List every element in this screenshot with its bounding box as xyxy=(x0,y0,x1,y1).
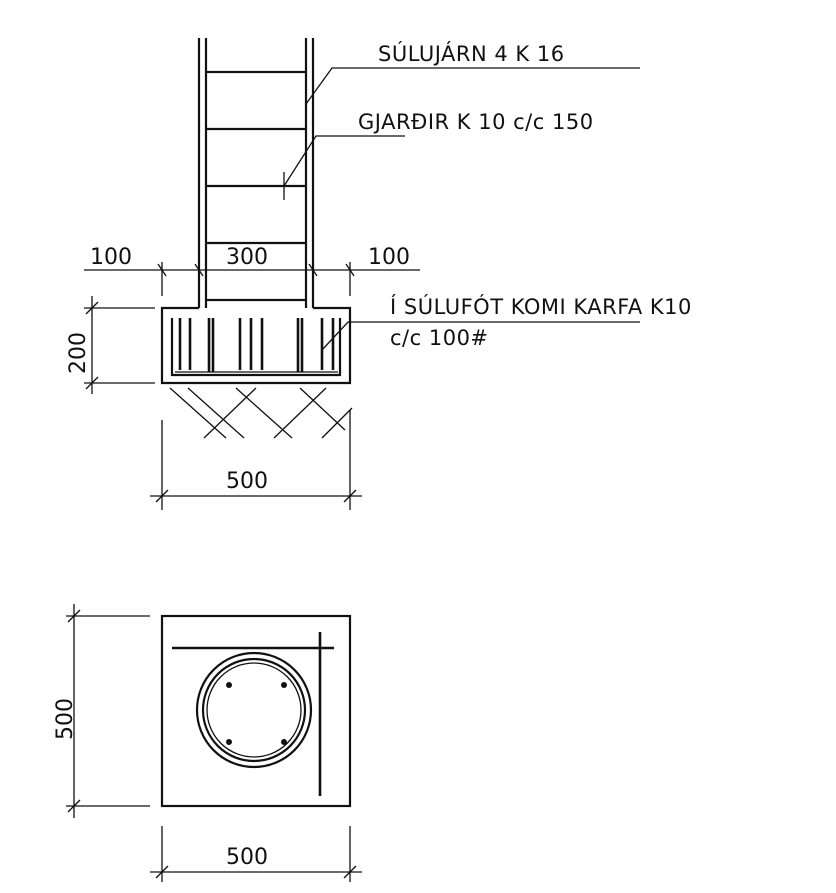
label-column-rebar: SÚLUJÁRN 4 K 16 xyxy=(378,41,565,66)
dim-right-offset: 100 xyxy=(368,245,410,270)
rebar-dot xyxy=(226,682,232,688)
section-view: 100 300 100 200 500 SÚLUJÁRN 4 xyxy=(66,38,692,510)
plan-height-dimension: 500 xyxy=(53,604,150,818)
label-footing-mesh-spacing: c/c 100# xyxy=(390,326,489,350)
plan-view: 500 500 xyxy=(53,604,362,882)
footing-cage xyxy=(170,318,342,377)
plan-width-dimension: 500 xyxy=(150,826,362,882)
dim-left-offset: 100 xyxy=(90,245,132,270)
dim-section-width: 500 xyxy=(226,469,268,494)
rebar-dot xyxy=(281,739,287,745)
label-stirrups: GJARÐIR K 10 c/c 150 xyxy=(358,110,594,134)
rebar-dot xyxy=(226,739,232,745)
rebar-dot xyxy=(281,682,287,688)
footing-plan-outline xyxy=(160,614,352,808)
dim-column-width: 300 xyxy=(226,245,268,270)
dim-plan-height: 500 xyxy=(53,698,78,740)
stirrups xyxy=(206,70,306,302)
height-dimension: 200 xyxy=(66,296,155,394)
top-dimension: 100 300 100 xyxy=(84,245,420,296)
ground-hatch xyxy=(169,387,353,439)
section-width-dimension: 500 xyxy=(150,410,362,510)
dim-plan-width: 500 xyxy=(226,845,268,870)
label-footing-mesh: Í SÚLUFÓT KOMI KARFA K10 xyxy=(390,294,692,319)
leaders: SÚLUJÁRN 4 K 16 GJARÐIR K 10 c/c 150 Í S… xyxy=(283,41,692,351)
dim-footing-height: 200 xyxy=(66,332,91,374)
footing-outline xyxy=(160,306,352,385)
column-plan xyxy=(195,651,313,769)
